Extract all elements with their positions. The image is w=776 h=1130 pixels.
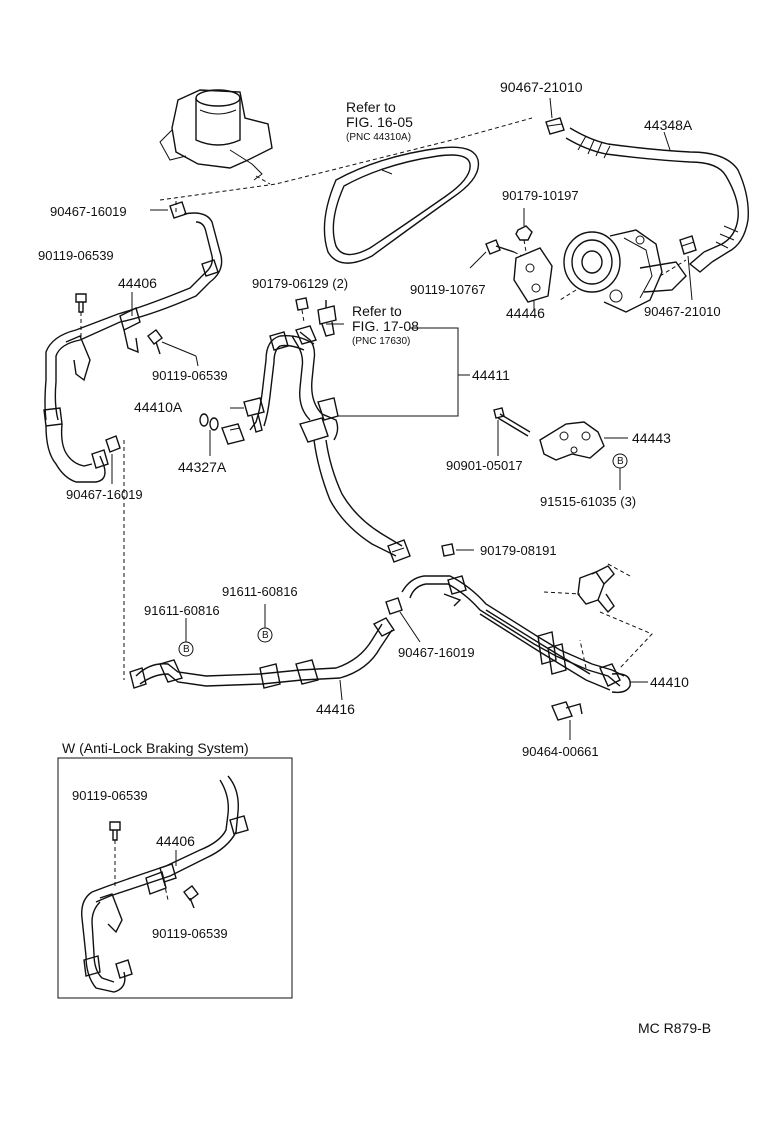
label-44416: 44416: [316, 701, 355, 717]
figure-code: MC R879-B: [638, 1020, 712, 1036]
refer-switch-pnc: (PNC 17630): [352, 336, 411, 347]
steering-gear-reference: [543, 563, 653, 669]
pressure-tube-44411-upper: [249, 331, 315, 431]
hose-clamp-90467-16019-top: [169, 201, 187, 219]
leader-44348A: [663, 131, 671, 151]
leader-90467-21010-top: [549, 97, 553, 119]
bracket-44443: [539, 421, 605, 461]
label-90467-16019-low: 90467-16019: [398, 645, 475, 660]
refer-belt-pnc: (PNC 44310A): [346, 132, 412, 143]
label-44446: 44446: [506, 305, 545, 321]
clamp-90464-00661: [551, 701, 583, 721]
bracket-44446: [513, 247, 553, 303]
inset-pressure-line-44406: [81, 775, 249, 993]
power-steering-pump: [559, 229, 687, 313]
label-90901-05017: 90901-05017: [446, 458, 523, 473]
refer-belt: Refer to FIG. 16-05 (PNC 44310A): [346, 100, 413, 145]
label-90467-16019-top: 90467-16019: [50, 204, 127, 219]
drive-belt: [323, 146, 480, 264]
label-91611-60816-a: 91611-60816: [144, 603, 220, 618]
hose-clamp-90467-21010-top: [545, 117, 565, 135]
label-44348A: 44348A: [644, 117, 693, 133]
label-90464-00661: 90464-00661: [522, 744, 599, 759]
inset-label-90119-06539-b: 90119-06539: [152, 926, 228, 941]
bolt-90119-10767: [485, 239, 523, 257]
leader-90467-21010-right: [687, 255, 693, 301]
pressure-line-44406: [43, 212, 223, 483]
bolt-90901-05017: [493, 407, 531, 437]
union-bolt-44410A: [243, 397, 265, 433]
hose-clamp-90467-21010-right: [679, 235, 697, 255]
return-hose-44348A: [565, 127, 749, 273]
refer-belt-line1: Refer to: [346, 99, 396, 115]
reservoir-tank: [159, 89, 273, 185]
label-44411: 44411: [472, 367, 510, 383]
nut-90179-10197: [515, 225, 533, 253]
marker-b3: B: [617, 456, 624, 467]
bolt-90119-06539-a: [75, 293, 87, 340]
inset-title: W (Anti-Lock Braking System): [62, 740, 249, 756]
label-90467-21010-right: 90467-21010: [644, 304, 721, 319]
hose-clamp-90467-16019-low: [385, 597, 421, 643]
inset-label-90119-06539-a: 90119-06539: [72, 788, 148, 803]
refer-switch: Refer to FIG. 17-08 (PNC 17630): [352, 304, 419, 349]
marker-b2: B: [262, 630, 269, 641]
label-90467-21010-top: 90467-21010: [500, 79, 583, 95]
label-90119-06539-b: 90119-06539: [152, 368, 228, 383]
reference-line-top: [159, 117, 533, 201]
label-90179-08191: 90179-08191: [480, 543, 557, 558]
refer-switch-line2: FIG. 17-08: [352, 318, 419, 334]
refer-belt-line2: FIG. 16-05: [346, 114, 413, 130]
refer-switch-line1: Refer to: [352, 303, 402, 319]
label-90119-10767: 90119-10767: [410, 282, 486, 297]
label-44410A: 44410A: [134, 399, 183, 415]
return-pipe-44410: [401, 575, 631, 694]
marker-b1: B: [183, 644, 190, 655]
inset-box-abs: [57, 757, 293, 999]
leader-90119-10767: [469, 251, 487, 269]
inset-bolt-90119-06539-b: [183, 885, 199, 909]
label-90467-16019-mid: 90467-16019: [66, 487, 143, 502]
hose-clamp-90467-16019-mid: [105, 435, 121, 453]
inset-bolt-90119-06539-a: [109, 821, 121, 888]
return-hose-44416: [129, 617, 396, 689]
inset-reference-line: [163, 881, 169, 901]
label-44327A: 44327A: [178, 459, 227, 475]
label-44406: 44406: [118, 275, 157, 291]
nut-90179-06129: [295, 297, 309, 323]
label-90179-06129: 90179-06129 (2): [252, 276, 349, 291]
label-91515-61035: 91515-61035 (3): [540, 494, 637, 509]
label-90179-10197: 90179-10197: [502, 188, 579, 203]
inset-label-44406: 44406: [156, 833, 195, 849]
nut-90179-08191: [441, 543, 474, 557]
pressure-hose-44411: [291, 325, 411, 563]
label-44410: 44410: [650, 674, 689, 690]
bolt-90119-06539-b: [147, 329, 197, 357]
label-91611-60816-b: 91611-60816: [222, 584, 298, 599]
leader-44411-box: [338, 327, 459, 417]
pressure-switch: [317, 300, 337, 337]
gasket-44327A: [199, 413, 245, 445]
leader-90119-06539-b: [195, 355, 199, 367]
leader-44416: [339, 679, 343, 701]
label-90119-06539-a: 90119-06539: [38, 248, 114, 263]
label-44443: 44443: [632, 430, 671, 446]
